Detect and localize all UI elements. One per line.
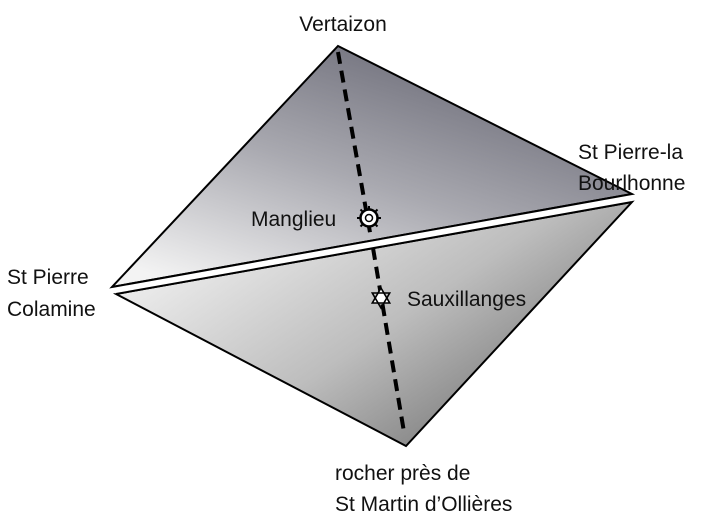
dashed-axis-upper [336, 51, 373, 239]
separator-edge-upper [111, 193, 633, 288]
label-vertaizon: Vertaizon [299, 13, 387, 36]
separator-band [112, 194, 632, 294]
dashed-axis-lower [371, 247, 406, 433]
label-rocher-line1: rocher près de [335, 462, 470, 485]
label-st-pierre-colamine-line1: St Pierre [7, 266, 89, 289]
label-rocher-line2: St Martin d’Ollières [335, 493, 512, 516]
label-manglieu: Manglieu [251, 208, 336, 231]
label-st-pierre-colamine-line2: Colamine [7, 298, 96, 321]
label-st-pierre-la-bourlhonne-line2: Bourlhonne [578, 172, 685, 195]
label-sauxillanges: Sauxillanges [407, 288, 526, 311]
label-st-pierre-la-bourlhonne-line1: St Pierre-la [578, 141, 683, 164]
six-pointed-star-icon [370, 286, 392, 310]
sun-ring-icon [357, 206, 381, 230]
